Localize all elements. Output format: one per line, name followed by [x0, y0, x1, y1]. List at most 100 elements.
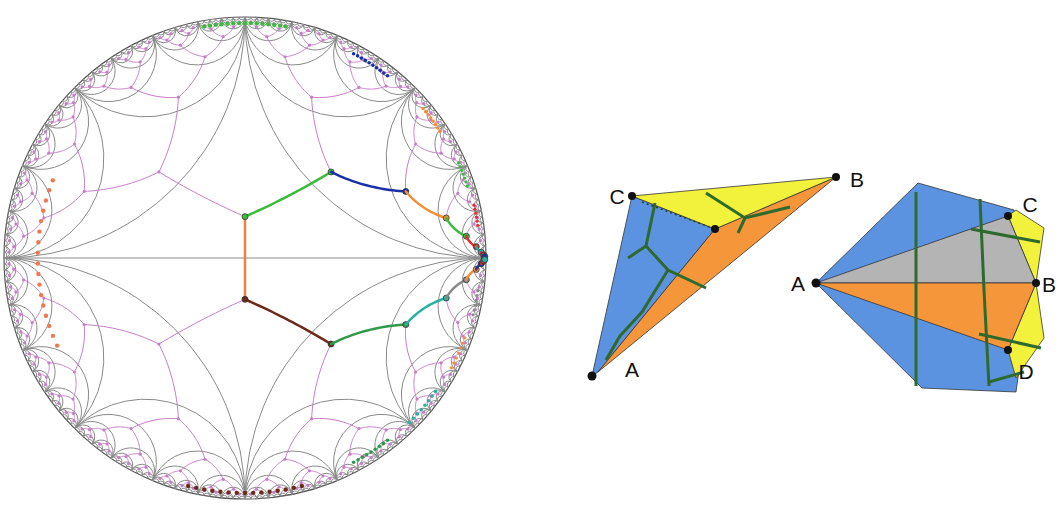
geodesic: [14, 182, 18, 188]
tree-edge: [312, 87, 359, 97]
geodesic: [22, 155, 30, 166]
tree-vertex: [7, 262, 10, 265]
geodesic: [11, 316, 18, 328]
tree-edge: [256, 479, 266, 489]
geodesic: [332, 33, 338, 37]
green-curve: [646, 203, 706, 288]
geodesic: [153, 31, 164, 39]
geodesic: [286, 21, 292, 24]
orbit-dot: [194, 486, 198, 490]
orbit-dot: [243, 21, 247, 25]
geodesic: [227, 17, 233, 20]
orbit-dot: [243, 491, 247, 495]
geodesic: [470, 177, 474, 183]
geodesic: [397, 435, 407, 445]
tree-edge: [416, 144, 442, 153]
tree-edge: [441, 139, 444, 153]
geodesic: [444, 386, 449, 391]
geodesic: [121, 463, 126, 467]
geodesic: [472, 328, 476, 334]
tree-edge: [44, 191, 84, 218]
geodesic: [464, 350, 468, 356]
geodesic: [131, 35, 153, 51]
geodesic: [326, 31, 332, 35]
vertex-label: C: [609, 185, 624, 208]
tree-edge: [417, 396, 431, 399]
orbit-dot: [356, 54, 360, 58]
geodesic: [75, 79, 85, 89]
geodesic: [263, 495, 269, 498]
tree-edge: [267, 459, 285, 479]
geodesic: [466, 345, 470, 351]
orbit-dot: [55, 343, 59, 347]
geodesic: [427, 410, 432, 415]
orbit-dot: [251, 491, 255, 495]
geodesic: [106, 454, 111, 459]
geodesic: [263, 18, 269, 21]
geodesic: [22, 144, 38, 166]
path-edge: [245, 172, 331, 217]
tree-vertex: [414, 419, 417, 422]
orbit-dot: [436, 126, 440, 130]
geodesic: [415, 423, 420, 428]
geodesic: [449, 371, 458, 382]
tree-edge: [446, 280, 466, 298]
tree-edge: [383, 72, 386, 86]
geodesic: [75, 72, 95, 91]
geodesic: [9, 166, 37, 212]
geodesic: [245, 17, 251, 20]
orbit-dot: [459, 165, 462, 168]
geodesic: [131, 467, 142, 475]
geodesic: [22, 348, 55, 391]
tree-edge: [350, 429, 359, 455]
geodesic: [459, 361, 463, 367]
geodesic: [245, 258, 486, 499]
tree-edge: [441, 363, 444, 377]
geodesic: [147, 477, 153, 481]
geodesic: [75, 35, 157, 101]
tree-edge: [415, 103, 417, 117]
geodesic: [461, 155, 465, 161]
geodesic: [292, 22, 304, 29]
geodesic: [472, 282, 485, 305]
geodesic: [274, 19, 280, 22]
geodesic: [467, 305, 481, 328]
orbit-dot: [361, 456, 365, 460]
tree-vertex: [306, 484, 309, 487]
geodesic: [482, 276, 485, 282]
tree-vertex: [107, 450, 110, 453]
geodesic: [9, 305, 23, 328]
geodesic: [88, 440, 93, 445]
geodesic: [378, 58, 389, 67]
geodesic: [4, 258, 104, 428]
geodesic: [429, 400, 438, 410]
tree-edge: [416, 363, 442, 372]
geodesic: [478, 282, 484, 294]
orbit-dot: [365, 453, 369, 457]
geodesic: [111, 45, 133, 62]
tree-vertex: [19, 182, 22, 185]
orbit-dot: [259, 490, 263, 494]
geodesic: [66, 92, 71, 97]
tree-edge: [310, 40, 323, 45]
vertex-dot: [1004, 212, 1012, 220]
tree-vertex: [81, 85, 84, 88]
geodesic: [477, 311, 481, 317]
orbit-dot: [39, 219, 43, 223]
tree-edge: [16, 280, 24, 292]
geodesic: [11, 194, 15, 200]
geodesic: [27, 150, 31, 156]
tree-edge: [178, 419, 205, 459]
green-curve: [706, 193, 790, 218]
vertex-dot: [628, 192, 636, 200]
geodesic: [292, 22, 298, 25]
geodesic: [430, 406, 435, 411]
orbit-dot: [463, 176, 466, 179]
geodesic: [454, 144, 462, 155]
geodesic: [377, 58, 398, 76]
tree-vertex: [57, 111, 60, 114]
geodesic: [440, 370, 457, 392]
tree-vertex: [272, 491, 275, 494]
tree-edge: [414, 117, 417, 144]
path-edge: [406, 191, 446, 218]
